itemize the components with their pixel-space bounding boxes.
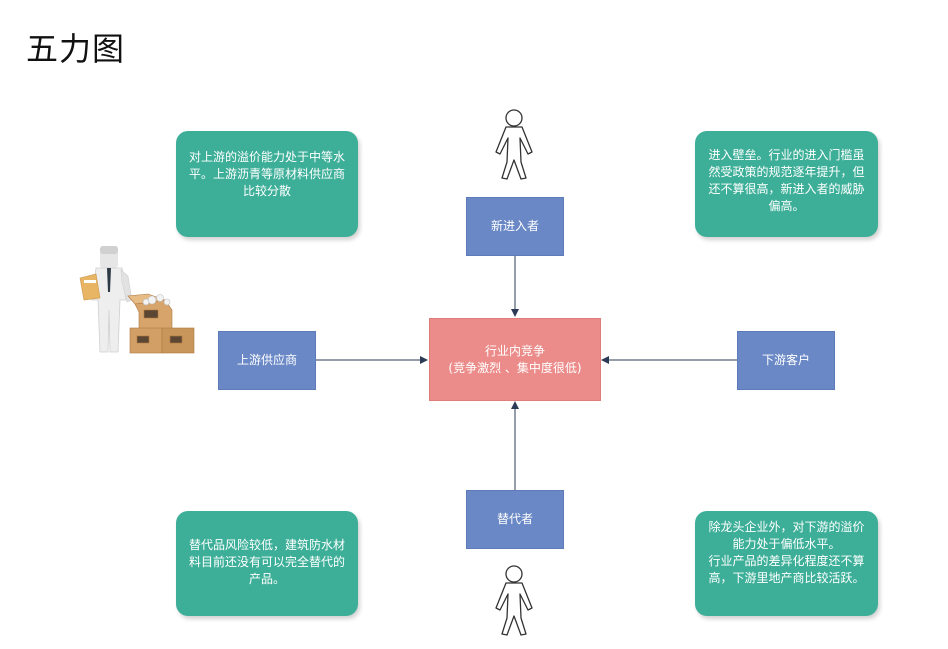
- note-upstream-bargaining-text: 对上游的溢价能力处于中等水平。上游沥青等原材料供应商比较分散: [188, 150, 345, 198]
- node-upstream-suppliers-label: 上游供应商: [236, 353, 297, 367]
- note-downstream-bargaining-line2: 行业产品的差异化程度还不算高，下游里地产商比较活跃。: [708, 554, 865, 585]
- note-downstream-bargaining[interactable]: 除龙头企业外，对下游的溢价能力处于偏低水平。 行业产品的差异化程度还不算高，下游…: [695, 511, 878, 616]
- note-substitute-risk-text: 替代品风险较低，建筑防水材料目前还没有可以完全替代的产品。: [188, 538, 345, 586]
- center-node-line1: 行业内竞争: [484, 343, 545, 358]
- note-entry-barrier-text: 进入壁垒。行业的进入门槛虽然受政策的规范逐年提升，但还不算很高，新进入者的威胁偏…: [708, 148, 865, 213]
- center-node-line2: (竞争激烈 、集中度很低): [448, 360, 582, 375]
- center-node-industry-competition[interactable]: 行业内竞争 (竞争激烈 、集中度很低): [429, 318, 601, 401]
- page-title: 五力图: [26, 30, 126, 68]
- note-entry-barrier[interactable]: 进入壁垒。行业的进入门槛虽然受政策的规范逐年提升，但还不算很高，新进入者的威胁偏…: [695, 131, 878, 237]
- node-new-entrants-label: 新进入者: [490, 219, 539, 233]
- node-downstream-customers[interactable]: 下游客户: [737, 331, 835, 390]
- note-substitute-risk[interactable]: 替代品风险较低，建筑防水材料目前还没有可以完全替代的产品。: [176, 511, 358, 616]
- node-substitutes[interactable]: 替代者: [466, 490, 564, 549]
- node-downstream-customers-label: 下游客户: [761, 353, 810, 367]
- node-new-entrants[interactable]: 新进入者: [466, 197, 564, 256]
- node-upstream-suppliers[interactable]: 上游供应商: [218, 331, 316, 390]
- note-upstream-bargaining[interactable]: 对上游的溢价能力处于中等水平。上游沥青等原材料供应商比较分散: [176, 131, 358, 237]
- node-substitutes-label: 替代者: [496, 512, 533, 526]
- note-downstream-bargaining-line1: 除龙头企业外，对下游的溢价能力处于偏低水平。: [708, 520, 865, 551]
